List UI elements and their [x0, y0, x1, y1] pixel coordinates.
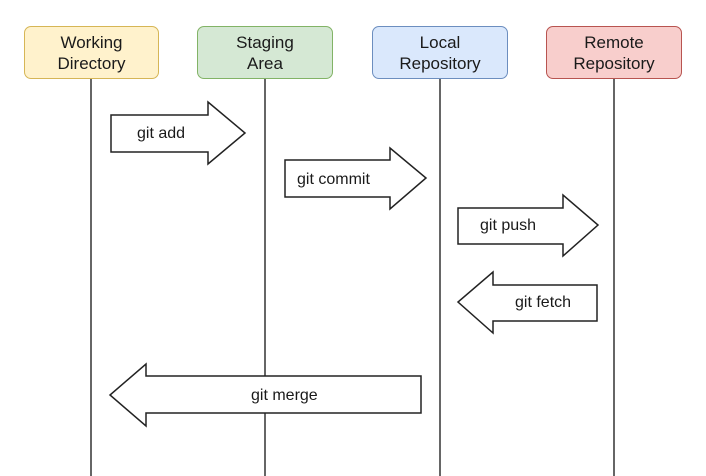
header-remote-repository-line2: Repository: [573, 53, 655, 73]
git-fetch-label: git fetch: [515, 294, 572, 311]
git-commit-arrow: [284, 146, 428, 211]
header-local-repository: Local Repository: [372, 26, 508, 79]
git-add-arrow: [110, 100, 247, 166]
header-working-directory: Working Directory: [24, 26, 159, 79]
header-local-repository-line1: Local: [419, 32, 461, 52]
header-remote-repository: Remote Repository: [546, 26, 682, 79]
git-commit-label: git commit: [297, 171, 370, 188]
header-remote-repository-line1: Remote: [584, 32, 644, 52]
header-staging-area-line1: Staging: [236, 32, 294, 52]
git-push-label: git push: [480, 217, 537, 234]
header-working-directory-line2: Directory: [57, 53, 126, 73]
git-merge-label: git merge: [251, 387, 318, 404]
git-fetch-arrow: [456, 270, 598, 335]
git-merge-arrow: [108, 362, 422, 428]
header-working-directory-line1: Working: [60, 32, 123, 52]
git-push-arrow: [457, 193, 600, 258]
header-staging-area: Staging Area: [197, 26, 333, 79]
header-staging-area-line2: Area: [247, 53, 283, 73]
git-add-label: git add: [137, 125, 186, 142]
header-local-repository-line2: Repository: [399, 53, 481, 73]
